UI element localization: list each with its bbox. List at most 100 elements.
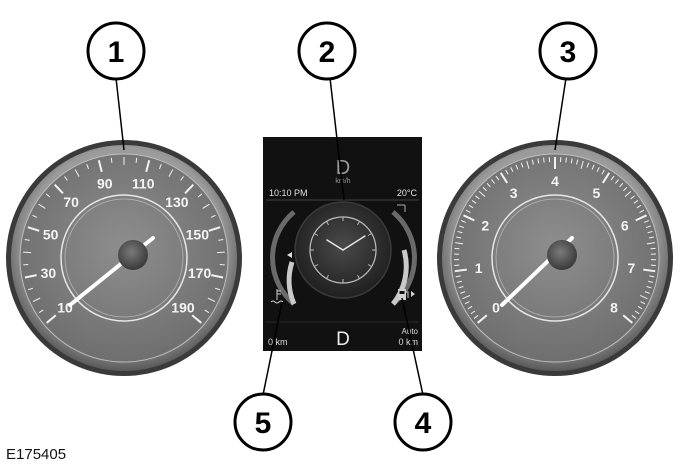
callout-1-label: 1 [108, 36, 125, 69]
clock-tick [314, 264, 319, 267]
minor-tick [633, 200, 639, 204]
minor-tick [38, 309, 44, 314]
coolant-gauge-level [286, 261, 297, 305]
callout-4-label: 4 [415, 407, 432, 440]
tachometer-hub [547, 240, 577, 270]
minor-tick [478, 191, 486, 198]
clock-tick [314, 233, 319, 236]
callout-2: 2 [297, 21, 357, 81]
minor-tick [460, 291, 466, 294]
minor-tick [168, 169, 174, 177]
minor-tick [647, 230, 653, 234]
callout-1: 1 [86, 21, 146, 81]
leader-3 [554, 77, 567, 151]
minor-tick [649, 275, 655, 278]
minor-tick [486, 182, 491, 188]
minor-tick [27, 287, 34, 291]
minor-tick [648, 280, 654, 283]
minor-tick [623, 186, 628, 192]
minor-tick [456, 280, 462, 283]
clock-ticks [310, 217, 376, 283]
minor-tick [32, 297, 41, 303]
minor-tick [465, 209, 471, 214]
clock-time: 10:10 PM [269, 188, 308, 198]
minor-tick [634, 310, 640, 315]
dial-label: 4 [551, 173, 559, 189]
minor-tick [645, 225, 651, 229]
minor-tick [24, 239, 30, 241]
minor-tick [610, 175, 615, 181]
callout-3-label: 3 [560, 36, 577, 69]
major-tick [211, 274, 224, 279]
major-tick [191, 314, 203, 324]
minor-tick [636, 204, 642, 209]
minor-tick [204, 309, 210, 314]
minor-tick [505, 169, 509, 175]
minor-tick [631, 315, 637, 319]
clock-tick [357, 221, 360, 226]
major-tick [184, 183, 195, 194]
outside-temperature: 20°C [397, 188, 418, 198]
minor-tick [64, 176, 68, 181]
minor-tick [543, 157, 545, 163]
minor-tick [619, 182, 624, 188]
minor-tick [643, 220, 649, 223]
minor-tick [135, 157, 138, 163]
figure-code: E175405 [6, 446, 67, 463]
trip-right-value: 0 km [398, 337, 418, 347]
clock-tick [357, 274, 360, 279]
callout-5: 5 [233, 392, 293, 452]
minor-tick [470, 310, 476, 315]
minor-tick [586, 162, 590, 168]
minor-tick [471, 200, 477, 204]
dial-label: 90 [97, 175, 113, 191]
minor-tick [640, 301, 646, 305]
speedometer-hub [118, 240, 148, 270]
minor-tick [86, 163, 90, 169]
clock-hour-hand [326, 239, 344, 251]
minor-tick [473, 315, 479, 319]
minor-tick [45, 193, 51, 198]
dial-label: 8 [610, 299, 618, 315]
dial-label: 0 [492, 299, 500, 315]
dial-label: 1 [475, 260, 483, 276]
dial-label: 7 [627, 260, 635, 276]
clock-tick [326, 221, 329, 226]
clock-tick [367, 264, 372, 267]
minor-tick [218, 239, 224, 241]
major-tick [635, 214, 647, 222]
minor-tick [456, 236, 462, 239]
minor-tick [570, 158, 573, 164]
clock-tick [326, 274, 329, 279]
speed-unit: km/h [335, 178, 350, 185]
minor-tick [455, 275, 461, 278]
clock-minute-hand [342, 235, 366, 251]
minor-tick [482, 186, 487, 192]
clock-tick [367, 233, 372, 236]
minor-tick [644, 291, 650, 294]
minor-tick [615, 179, 619, 184]
speedometer-inner-ring [60, 194, 188, 322]
major-tick [454, 268, 467, 273]
major-tick [27, 226, 40, 232]
minor-tick [637, 305, 643, 310]
minor-tick [464, 301, 470, 305]
gear-indicator: D [336, 329, 350, 350]
dial-label: 2 [481, 217, 489, 233]
dial-label: 5 [592, 185, 600, 201]
minor-tick [646, 285, 652, 289]
minor-tick [455, 242, 464, 245]
minor-tick [468, 204, 474, 209]
minor-tick [601, 169, 605, 175]
minor-tick [457, 230, 463, 234]
major-tick [24, 274, 37, 279]
callout-5-label: 5 [255, 407, 272, 440]
trip-right-label: Auto [402, 327, 419, 336]
speedometer-inner-ring-2 [64, 198, 184, 318]
dial-label: 30 [41, 265, 57, 281]
major-tick [97, 159, 103, 173]
callout-4: 4 [393, 392, 453, 452]
